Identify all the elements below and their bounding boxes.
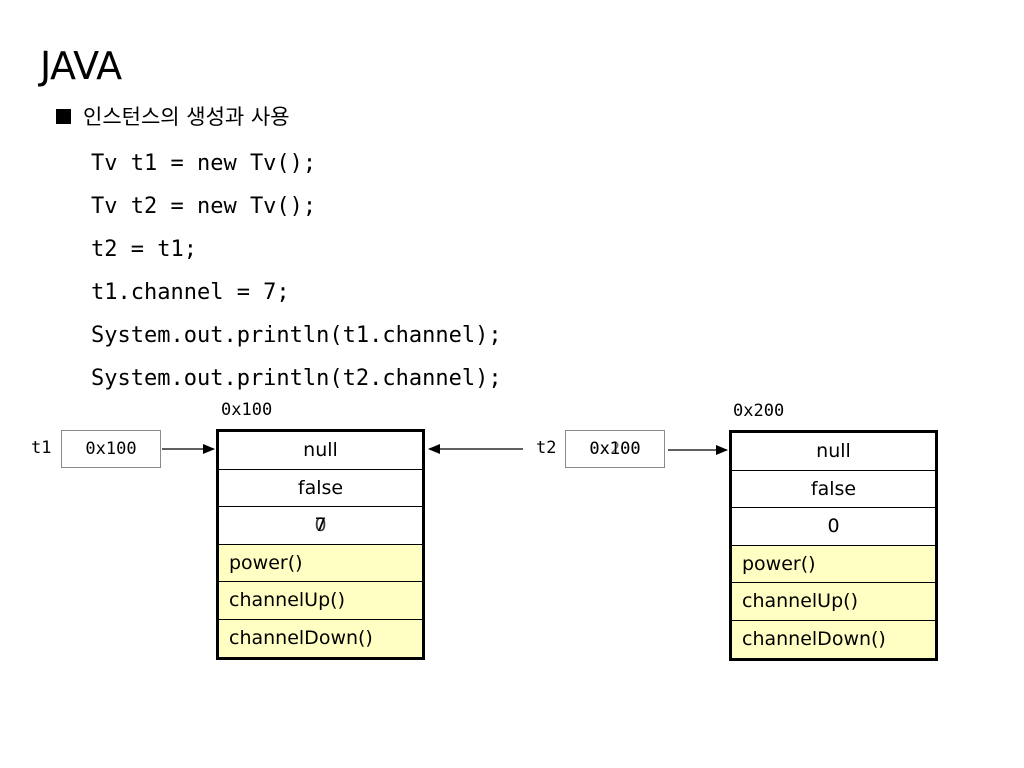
object-2-box: null false 0 power() channelUp() channel…	[729, 430, 938, 661]
t1-reference-box: 0x100	[61, 430, 161, 468]
object-2-method: power()	[732, 545, 935, 583]
method-label: power()	[229, 551, 303, 574]
t2-reference-value-overlap: 0x100 0x200	[589, 439, 640, 459]
t2-reference-previous-value: 0x200	[589, 439, 641, 459]
t1-reference-value: 0x100	[85, 439, 137, 459]
t2-reference-value: 0x100	[589, 439, 641, 459]
square-bullet-icon	[56, 108, 71, 124]
object-1-field-2: false	[219, 470, 422, 507]
code-line: Tv t2 = new Tv();	[91, 194, 317, 219]
code-line: System.out.println(t2.channel);	[91, 366, 502, 391]
object-2-method: channelDown()	[732, 620, 935, 658]
method-label: channelDown()	[229, 627, 373, 650]
channel-previous-value: 0	[314, 514, 327, 537]
method-label: channelUp()	[742, 590, 858, 613]
code-line: Tv t1 = new Tv();	[91, 151, 317, 176]
code-line: t2 = t1;	[91, 237, 197, 262]
object-2-channel-field: 0	[732, 508, 935, 546]
channel-value: 7	[314, 514, 327, 537]
object-1-address: 0x100	[221, 400, 273, 420]
object-1-box: null false 7 0 power() channelUp() chann…	[216, 429, 425, 660]
object-2-field-2: false	[732, 471, 935, 508]
object-2-method: channelUp()	[732, 583, 935, 621]
t2-reference-box: 0x100 0x200	[565, 430, 665, 468]
code-line: System.out.println(t1.channel);	[91, 323, 502, 348]
object-1-field-1: null	[219, 432, 422, 470]
slide-title: JAVA	[40, 44, 122, 88]
t2-label: t2	[536, 438, 557, 458]
t1-label: t1	[31, 438, 52, 458]
object-1-method: channelDown()	[219, 619, 422, 657]
field-value: false	[297, 476, 344, 499]
field-value: false	[810, 477, 857, 500]
object-1-method: power()	[219, 544, 422, 582]
object-1-method: channelUp()	[219, 582, 422, 620]
method-label: channelUp()	[229, 589, 345, 612]
section-heading-text: 인스턴스의 생성과 사용	[83, 105, 290, 129]
code-block: Tv t1 = new Tv(); Tv t2 = new Tv(); t2 =…	[91, 148, 502, 406]
object-1-channel-field: 7 0	[219, 507, 422, 545]
field-value: null	[303, 439, 338, 462]
channel-overlap: 7 0	[314, 514, 326, 536]
field-value: null	[816, 440, 851, 463]
object-2-address: 0x200	[733, 401, 785, 421]
object-2-field-1: null	[732, 433, 935, 471]
section-heading: 인스턴스의 생성과 사용	[56, 101, 290, 131]
code-line: t1.channel = 7;	[91, 280, 290, 305]
method-label: channelDown()	[742, 628, 886, 651]
channel-value: 0	[827, 515, 840, 538]
method-label: power()	[742, 552, 816, 575]
